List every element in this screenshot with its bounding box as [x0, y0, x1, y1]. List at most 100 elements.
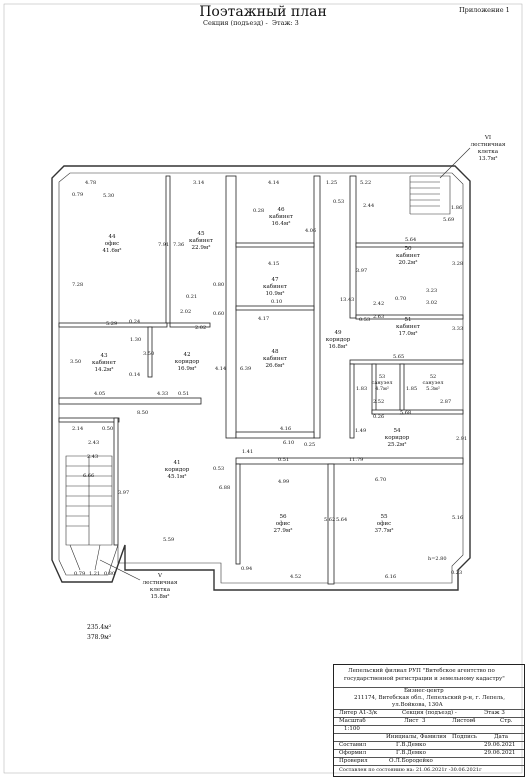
dim: 2.02	[195, 325, 206, 331]
dim: 4.78	[85, 180, 96, 186]
room-51-num: 51	[404, 317, 411, 323]
room-53-area: 4.7м²	[375, 386, 389, 392]
room-46-area: 16.4м²	[271, 220, 290, 227]
dim: 4.99	[278, 479, 289, 485]
dim: 6.16	[385, 574, 396, 580]
room-56-num: 56	[279, 514, 287, 520]
dimension-labels: 4.78 5.30 3.14 4.14 1.25 5.22 0.79 7.28 …	[70, 180, 467, 580]
stamp-org-line2: государственной регистрации и земельному…	[344, 676, 505, 682]
dim: 5.29	[106, 321, 117, 327]
dim: 5.62	[324, 517, 335, 523]
dim: 0.28	[253, 208, 264, 214]
room-49-name: коридор	[326, 337, 351, 343]
dim: 2.42	[373, 301, 384, 307]
dim: 0.80	[213, 282, 224, 288]
dim: 6.70	[375, 477, 386, 483]
dim: 4.16	[280, 426, 291, 432]
room-46-num: 46	[277, 207, 285, 213]
plan-title: Поэтажный план	[199, 4, 327, 20]
dim: 1.86	[451, 205, 462, 211]
dim: 2.14	[72, 426, 83, 432]
dim: 0.14	[129, 372, 140, 378]
dim: 1.30	[130, 337, 141, 343]
stamp-col-sign: Подпись	[452, 734, 477, 740]
room-50-area: 20.2м²	[398, 259, 417, 266]
room-54-name: коридор	[385, 435, 410, 441]
room-44-num: 44	[108, 234, 116, 240]
dim: 2.44	[363, 203, 374, 209]
room-52-name: санузел	[423, 380, 444, 386]
stamp-section: Секция (подъезд) -	[402, 710, 457, 716]
dim: 2.91	[456, 436, 467, 442]
dim: 5.64	[405, 237, 416, 243]
dim: 0.51	[178, 391, 189, 397]
stair-top-label1: лестничная	[471, 142, 506, 148]
stamp-scale: 1:100	[344, 726, 360, 732]
stamp-design-by: Г.В.Демко	[396, 750, 426, 756]
dim: 4.33	[157, 391, 168, 397]
dim: 1.41	[242, 449, 253, 455]
section-label: Секция (подъезд) -	[203, 19, 268, 27]
room-41-area: 45.1м²	[167, 473, 186, 480]
room-45-num: 45	[197, 231, 205, 237]
dim: 11.79	[349, 457, 363, 463]
room-41-name: коридор	[165, 467, 190, 473]
dim: 0.53	[333, 199, 344, 205]
room-42-area: 16.9м²	[177, 365, 196, 372]
stamp-made-by: Г.В.Демко	[396, 742, 426, 748]
stair-top-area: 13.7м²	[478, 155, 497, 162]
dim: 0.79	[74, 571, 85, 577]
room-48-name: кабинет	[263, 355, 287, 362]
stair-bottom-steps	[65, 455, 113, 571]
stair-labels: VI лестничная клетка 13.7м² V лестничная…	[99, 135, 506, 600]
stamp-made-header: Составил	[339, 742, 367, 748]
dim: 4.05	[94, 391, 105, 397]
stamp-sheets: 4	[472, 718, 476, 724]
dim: 0.25	[304, 442, 315, 448]
dim: 0.50	[102, 426, 113, 432]
dim: 13.43	[340, 297, 354, 303]
room-55-num: 55	[380, 514, 388, 520]
stamp-sheets-header: Листов	[452, 718, 473, 724]
room-54-area: 25.2м²	[387, 441, 406, 448]
room-50-num: 50	[404, 246, 412, 252]
dim: 3.02	[426, 300, 437, 306]
stamp-floor: Этаж 3	[484, 710, 505, 716]
stamp-note: Составлен по состоянию на: 21.06.2021г -…	[339, 767, 482, 773]
stamp-design-date: 29.06.2021	[484, 750, 516, 756]
room-54-num: 54	[393, 428, 401, 434]
room-49-area: 16.8м²	[328, 343, 347, 350]
dim: 5.30	[103, 193, 114, 199]
room-labels: 44 офис 41.6м² 45 кабинет 22.9м² 46 каби…	[92, 207, 443, 534]
dim: 3.14	[193, 180, 204, 186]
dim: 4.14	[268, 180, 279, 186]
room-48-area: 26.6м²	[265, 362, 284, 369]
room-47-name: кабинет	[263, 283, 287, 290]
stair-top-num: VI	[484, 135, 491, 141]
appendix-label: Приложение 1	[459, 6, 510, 14]
floor-label: Этаж: 3	[272, 19, 299, 27]
room-52-num: 52	[430, 374, 436, 380]
room-48-num: 48	[271, 349, 279, 355]
dim: 0.51	[278, 457, 289, 463]
dim: 6.66	[83, 473, 94, 479]
room-53-num: 53	[379, 374, 385, 380]
dim: 0.53	[359, 317, 370, 323]
room-45-name: кабинет	[189, 237, 213, 244]
page-frame	[3, 3, 523, 774]
interior-walls	[58, 175, 464, 585]
dim: 5.59	[163, 537, 174, 543]
stamp-design-header: Оформил	[339, 750, 367, 756]
dim: 4.52	[290, 574, 301, 580]
dim: 0.21	[186, 294, 197, 300]
dim: 5.68	[400, 410, 411, 416]
room-51-name: кабинет	[396, 323, 420, 330]
dim: h=2.80	[428, 556, 447, 562]
dim: 2.02	[180, 309, 191, 315]
dim: 0.23	[451, 570, 462, 576]
room-44-area: 41.6м²	[102, 247, 121, 254]
room-42-num: 42	[183, 352, 191, 358]
dim: 7.36	[173, 242, 184, 248]
room-56-name: офис	[276, 520, 291, 527]
room-43-area: 14.2м²	[94, 366, 113, 373]
